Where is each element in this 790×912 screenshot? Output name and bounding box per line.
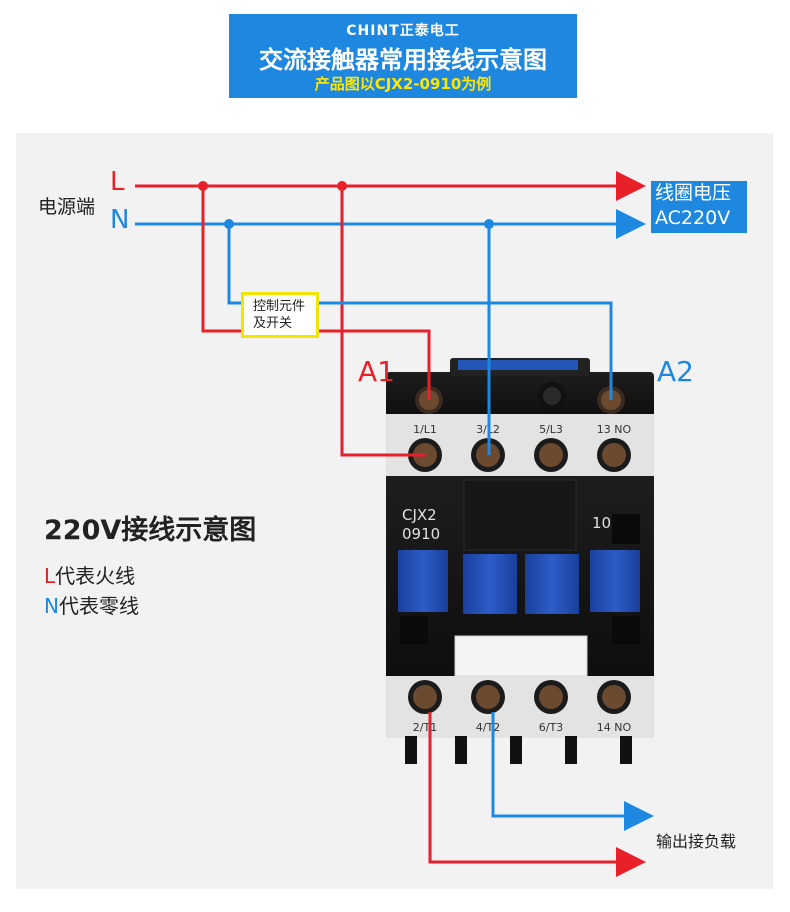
control-switch-line-1: 控制元件	[253, 299, 306, 314]
control-switch-line-2: 及开关	[253, 316, 293, 331]
terminal-label-top-1: 1/L1	[413, 423, 437, 436]
lower-window-left	[400, 616, 428, 644]
neutral-to-switch	[227, 224, 241, 305]
blue-window-4	[590, 550, 640, 612]
blue-window-3	[525, 554, 579, 614]
legend-live-letter: L	[44, 564, 56, 588]
power-source-label: 电源端	[38, 196, 96, 218]
contactor-blue-label	[458, 360, 578, 370]
legend-neutral-text: 代表零线	[58, 594, 139, 618]
junction-N-1	[224, 219, 234, 229]
page-subtitle: 产品图以CJX2-0910为例	[314, 75, 492, 93]
control-switch-box: 控制元件 及开关	[241, 292, 319, 338]
switch-to-A2	[319, 301, 613, 400]
lower-window-right	[612, 616, 640, 644]
blue-window-2	[463, 554, 517, 614]
coil-voltage-box: 线圈电压 AC220V	[651, 181, 747, 233]
contactor-top-housing	[386, 372, 654, 420]
terminal-A1-label: A1	[358, 355, 395, 388]
output-neutral	[491, 712, 654, 831]
output-live	[428, 712, 646, 877]
terminal-label-bottom-2: 4/T2	[476, 721, 500, 734]
terminal-label-bottom-1: 2/T1	[413, 721, 437, 734]
legend-live-text: 代表火线	[55, 564, 136, 588]
terminal-label-bottom-4: 14 NO	[597, 721, 632, 734]
model-line-2: 0910	[402, 525, 440, 543]
terminal-label-top-4: 13 NO	[597, 423, 632, 436]
live-label: L	[110, 167, 125, 197]
wiring-title: 220V接线示意图	[44, 515, 257, 546]
junction-L-2	[337, 181, 347, 191]
terminal-label-bottom-3: 6/T3	[539, 721, 563, 734]
legend-live: L代表火线	[44, 560, 135, 589]
front-label-plate	[454, 635, 588, 677]
neutral-label: N	[110, 205, 130, 235]
contactor: 1/L1 3/L2 5/L3 13 NO 2/T1 4/T2 6/T3 14 N…	[386, 358, 654, 764]
terminal-A2-label: A2	[657, 355, 694, 388]
live-to-L1	[340, 186, 425, 457]
model-code: 10	[592, 514, 611, 532]
legend-neutral-letter: N	[44, 594, 59, 618]
junction-N-2	[484, 219, 494, 229]
brand-logo: CHINT正泰电工	[346, 23, 460, 39]
terminal-label-top-3: 5/L3	[539, 423, 563, 436]
blue-window-1	[398, 550, 448, 612]
junction-L-1	[198, 181, 208, 191]
header-banner: CHINT正泰电工 交流接触器常用接线示意图 产品图以CJX2-0910为例	[229, 14, 577, 98]
center-slot	[463, 479, 577, 551]
bottom-main-screws	[408, 680, 631, 714]
coil-voltage-line-1: 线圈电压	[655, 182, 732, 204]
switch-to-A1	[319, 329, 431, 400]
legend-neutral: N代表零线	[44, 590, 139, 619]
right-window	[612, 514, 640, 544]
page-title: 交流接触器常用接线示意图	[259, 46, 547, 74]
model-line-1: CJX2	[402, 506, 437, 524]
coil-voltage-line-2: AC220V	[655, 207, 731, 229]
top-main-screws	[408, 438, 631, 472]
live-to-switch	[201, 186, 241, 333]
output-load-label: 输出接负载	[656, 832, 737, 851]
